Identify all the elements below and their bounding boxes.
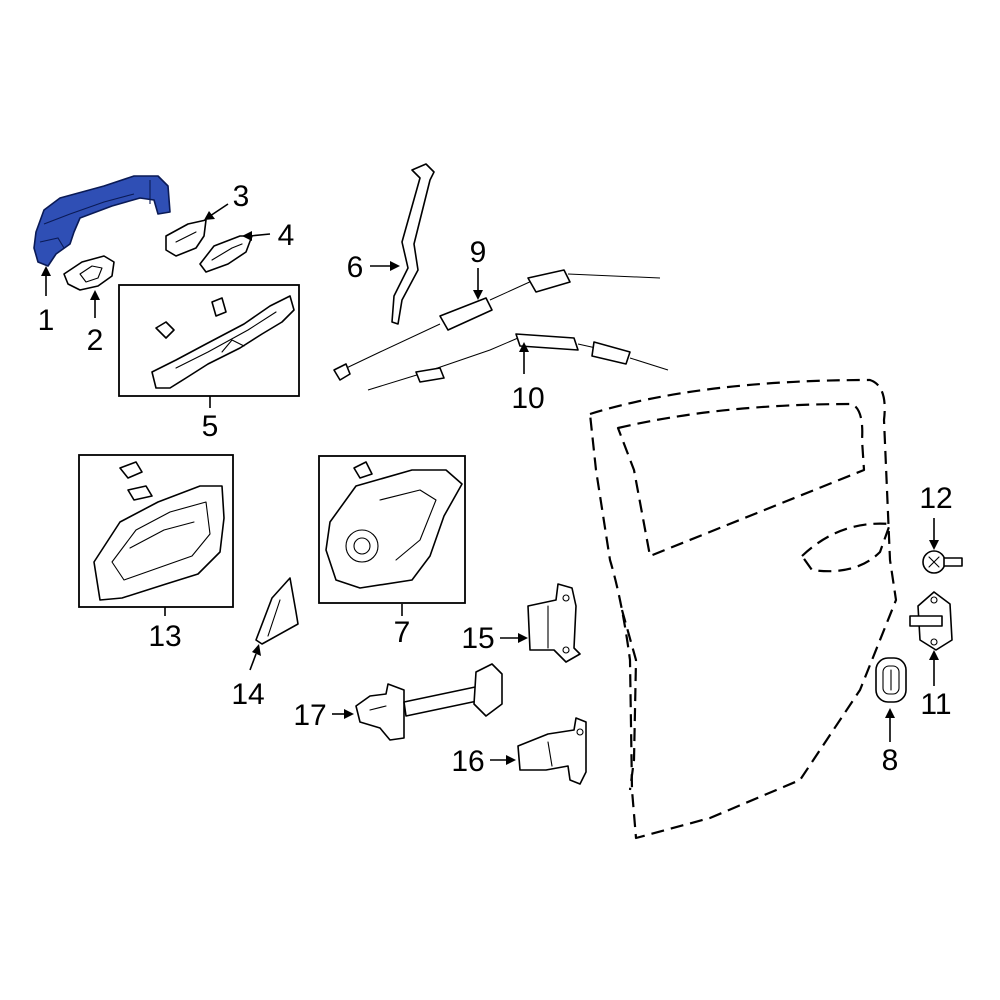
part-13-inside-handle[interactable] <box>93 461 225 601</box>
part-8-plug[interactable] <box>875 657 907 703</box>
callout-3: 3 <box>233 180 250 213</box>
callout-12: 12 <box>919 482 952 515</box>
callout-2: 2 <box>87 324 104 357</box>
part-16-lower-hinge[interactable] <box>517 717 587 785</box>
part-1-outside-handle[interactable] <box>33 175 171 267</box>
callout-17: 17 <box>293 699 326 732</box>
part-3-cover[interactable] <box>165 219 207 257</box>
part-7-box <box>318 455 466 604</box>
door-outline <box>588 378 898 840</box>
callout-9: 9 <box>470 236 487 269</box>
callout-13: 13 <box>148 620 181 653</box>
callout-7: 7 <box>394 616 411 649</box>
callout-6: 6 <box>347 251 364 284</box>
callout-4: 4 <box>278 219 295 252</box>
callout-15: 15 <box>461 622 494 655</box>
part-11-striker[interactable] <box>909 591 953 651</box>
part-14-trim-piece[interactable] <box>255 577 299 645</box>
callout-14: 14 <box>231 678 264 711</box>
part-2-handle-base[interactable] <box>63 255 115 291</box>
part-9-cable[interactable] <box>333 269 661 381</box>
callout-10: 10 <box>511 382 544 415</box>
callout-5: 5 <box>202 410 219 443</box>
callout-16: 16 <box>451 745 484 778</box>
part-4-cylinder-cap[interactable] <box>199 235 253 273</box>
callout-8: 8 <box>882 744 899 777</box>
leaders <box>41 203 939 765</box>
part-5-handle-frame[interactable] <box>151 295 295 389</box>
part-17-door-check[interactable] <box>355 663 503 741</box>
callout-1: 1 <box>38 304 55 337</box>
part-6-rod[interactable] <box>391 163 435 325</box>
part-7-door-latch[interactable] <box>325 461 463 589</box>
part-12-bolt[interactable] <box>922 550 963 574</box>
part-10-cable[interactable] <box>367 333 669 391</box>
part-13-box <box>78 454 234 608</box>
callouts: 1 2 3 4 5 6 7 8 9 10 11 12 13 14 15 16 1… <box>38 180 953 778</box>
callout-11: 11 <box>920 688 951 721</box>
part-15-upper-hinge[interactable] <box>527 583 581 663</box>
part-5-box <box>118 284 300 397</box>
